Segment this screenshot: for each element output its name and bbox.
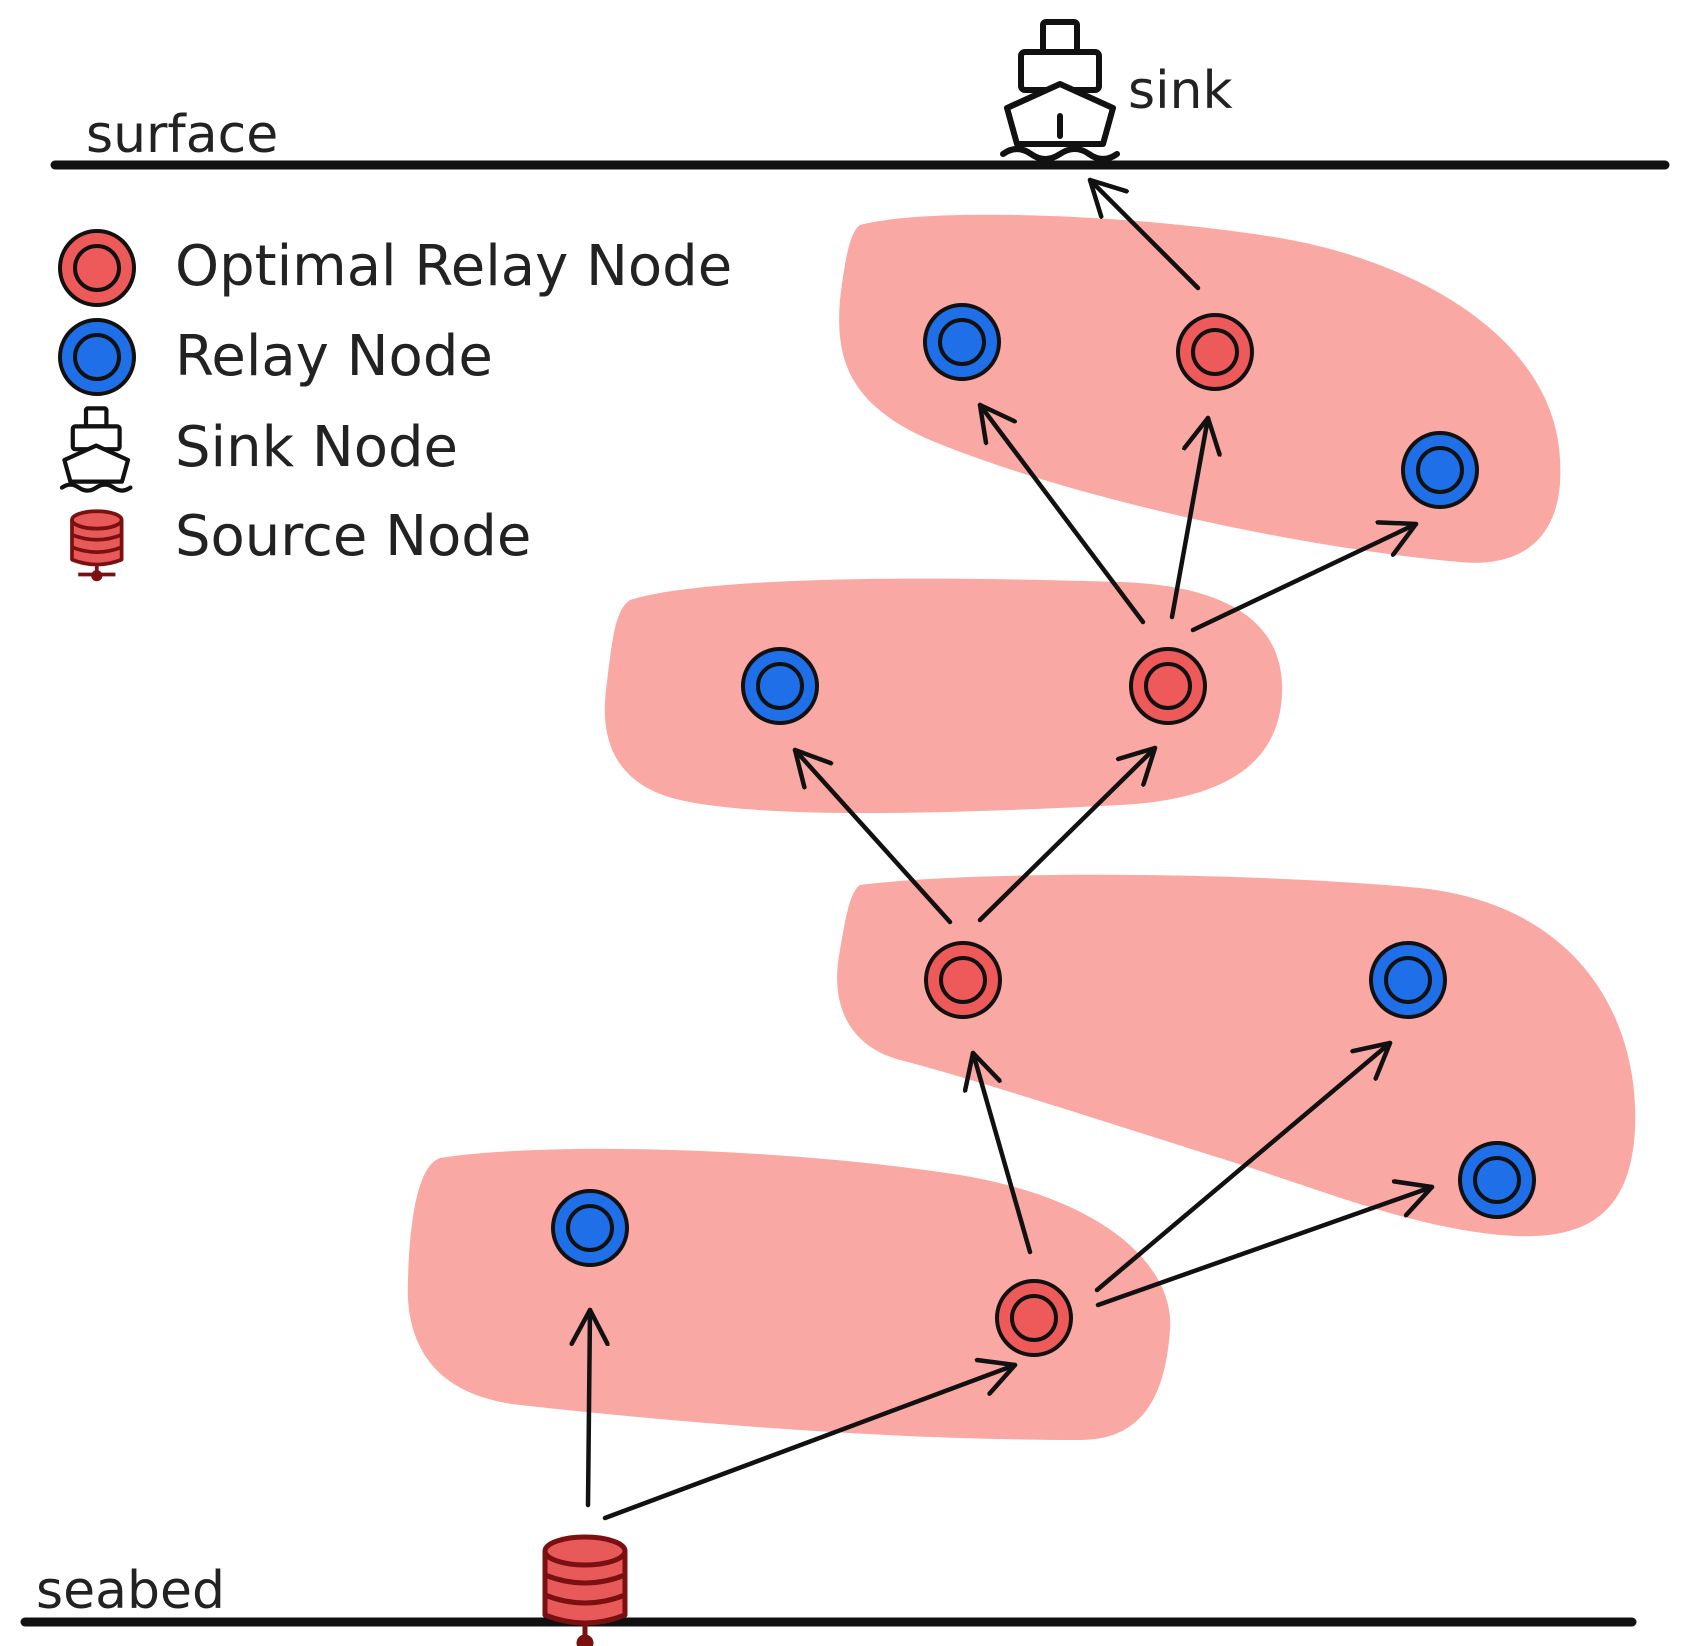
ship-icon [1000, 19, 1120, 162]
optimal-relay-node [1129, 647, 1207, 725]
link-source-to-relay-1a [588, 1307, 590, 1508]
link-optimal-2-to-optimal-3 [977, 745, 1158, 923]
relay-node [1369, 941, 1447, 1019]
legend-relay-icon [58, 318, 136, 396]
link-optimal-2-to-relay-3a [792, 747, 953, 925]
legend-sink-label: Sink Node [175, 415, 458, 480]
link-optimal-3-to-optimal-4 [1169, 415, 1208, 620]
links [588, 177, 1435, 1521]
link-optimal-4-to-sink [1087, 177, 1201, 291]
legend-source-database-icon [70, 509, 124, 582]
link-source-to-optimal-1 [602, 1365, 1018, 1521]
relay-node [551, 1189, 629, 1267]
relay-node [923, 303, 1001, 381]
optimal-relay-node [1176, 313, 1254, 391]
sink-label: sink [1128, 61, 1233, 121]
region-layer-3 [604, 578, 1283, 814]
link-optimal-1-to-optimal-2 [973, 1050, 1033, 1255]
relay-node [1401, 431, 1479, 509]
legend-relay-label: Relay Node [175, 324, 493, 389]
legend-source-label: Source Node [175, 504, 531, 569]
surface-label: surface [86, 105, 278, 165]
database-icon [542, 1534, 628, 1646]
legend-optimal-relay-label: Optimal Relay Node [175, 234, 732, 299]
nodes [551, 303, 1536, 1357]
link-optimal-3-to-relay-4b [1190, 524, 1419, 633]
region-layer-4 [839, 214, 1561, 563]
relay-node [1458, 1141, 1536, 1219]
legend-optimal-relay-icon [58, 229, 136, 307]
legend-sink-ship-icon [59, 406, 133, 493]
legend: Optimal Relay Node Relay Node Sink Node … [58, 229, 732, 582]
relay-node [741, 647, 819, 725]
seabed-label: seabed [36, 1561, 225, 1621]
link-optimal-1-to-relay-2b [1094, 1040, 1393, 1293]
optimal-relay-node [924, 941, 1002, 1019]
link-optimal-1-to-relay-2c [1095, 1187, 1435, 1308]
optimal-relay-node [995, 1279, 1073, 1357]
link-optimal-3-to-relay-4a [977, 402, 1146, 625]
